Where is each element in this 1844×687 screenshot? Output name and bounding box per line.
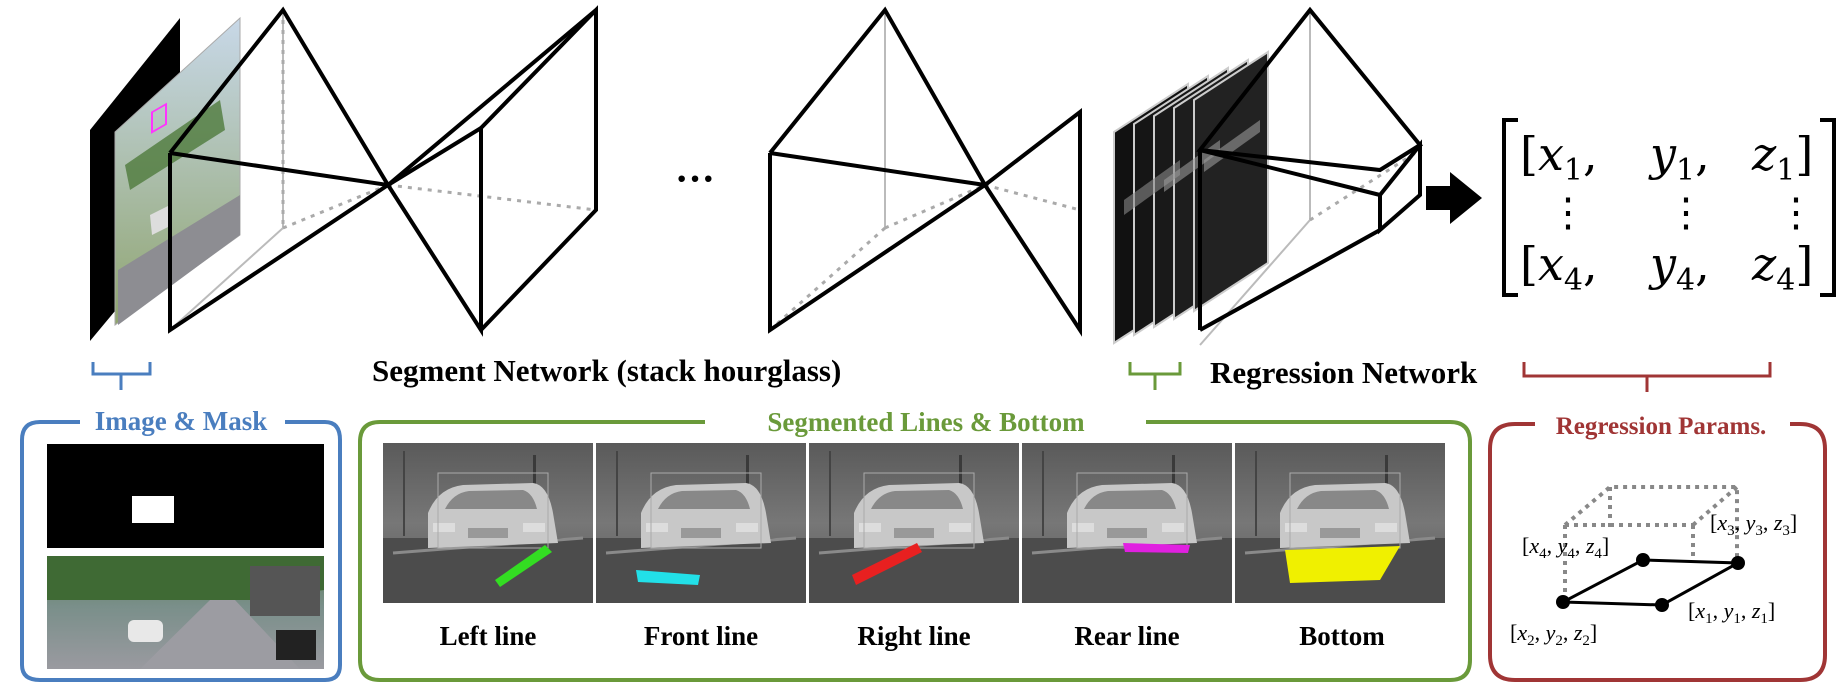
rear-line-mark xyxy=(1123,543,1190,553)
segment-thumb-left-line xyxy=(381,441,595,605)
hourglass-2 xyxy=(768,6,1082,337)
label-front-line: Front line xyxy=(644,621,758,651)
segment-thumb-bottom xyxy=(1233,441,1447,605)
segment-thumb-right-line xyxy=(807,441,1021,605)
segmented-title: Segmented Lines & Bottom xyxy=(767,407,1085,437)
right-line-mark xyxy=(852,543,922,585)
label-rear-line: Rear line xyxy=(1074,621,1179,651)
label-bottom: Bottom xyxy=(1299,621,1385,651)
left-line-mark xyxy=(495,545,552,587)
corner-3-label: [x3, y3, z3] xyxy=(1710,510,1797,539)
input-frames xyxy=(90,16,241,341)
corner-1-label: [x1, y1, z1] xyxy=(1688,598,1775,627)
output-arrow xyxy=(1426,172,1482,224)
corner-4-label: [x4, y4, z4] xyxy=(1522,533,1609,562)
vdots-3: ⋮ xyxy=(1776,190,1816,235)
regression-network xyxy=(1196,6,1423,346)
front-line-mark xyxy=(636,570,700,585)
panel-regression-params: Regression Params. [x4, y4, z4] [x3, y3,… xyxy=(1488,413,1827,682)
corner-2-label: [x2, y2, z2] xyxy=(1510,620,1597,649)
segment-thumb-front-line xyxy=(594,441,808,605)
panel-image-mask: Image & Mask xyxy=(20,406,342,682)
matrix-row-1: [x1, y1, z1] xyxy=(1520,127,1813,188)
label-left-line: Left line xyxy=(440,621,537,651)
vdots-2: ⋮ xyxy=(1666,190,1706,235)
output-matrix: [x1, y1, z1] ⋮ ⋮ ⋮ [x4, y4, z4] xyxy=(1502,118,1836,298)
mask-thumbnail xyxy=(47,444,324,548)
panel-segmented: Segmented Lines & Bottom Left line Front… xyxy=(358,407,1472,682)
regression-bracket xyxy=(1522,362,1772,392)
image-bracket xyxy=(91,362,152,390)
matrix-row-2: [x4, y4, z4] xyxy=(1520,237,1813,298)
label-right-line: Right line xyxy=(857,621,970,651)
segment-network-caption: Segment Network (stack hourglass) xyxy=(372,353,841,388)
hourglass-1 xyxy=(168,5,598,337)
bottom-mark xyxy=(1285,546,1400,583)
mask-box xyxy=(132,496,174,523)
image-mask-title: Image & Mask xyxy=(95,406,267,436)
ellipsis: ··· xyxy=(675,156,715,201)
regression-params-title: Regression Params. xyxy=(1556,413,1767,440)
regression-network-caption: Regression Network xyxy=(1210,355,1478,390)
segment-bracket xyxy=(1128,362,1182,390)
vdots-1: ⋮ xyxy=(1548,190,1588,235)
segment-thumb-rear-line xyxy=(1020,441,1234,605)
segment-output-frames xyxy=(1113,50,1269,345)
